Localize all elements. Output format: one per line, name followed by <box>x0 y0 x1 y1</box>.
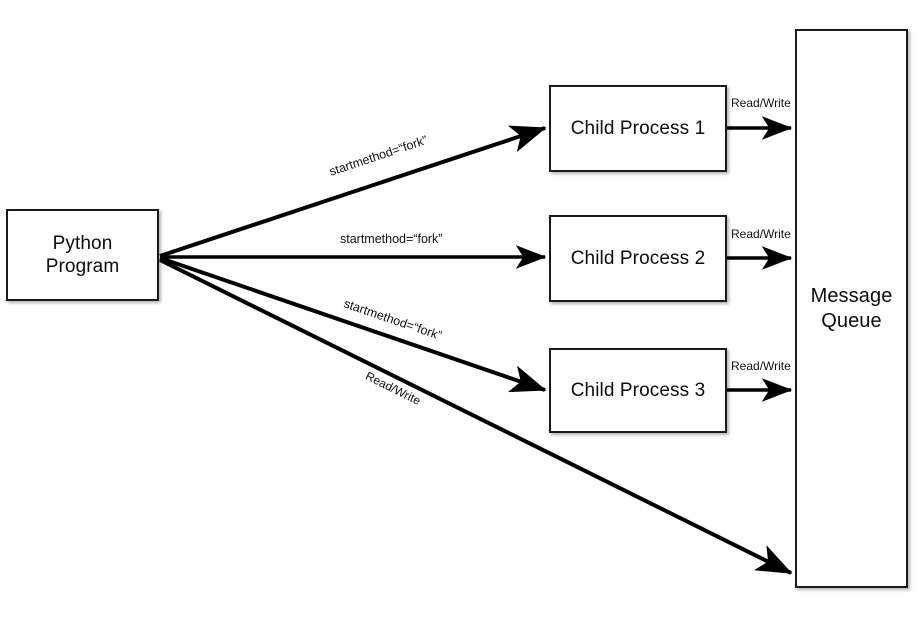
edge-label-python-child2: startmethod=“fork” <box>340 232 443 246</box>
node-message-queue[interactable]: Message Queue <box>795 29 908 588</box>
node-message-queue-label: Message Queue <box>810 285 893 332</box>
node-child-process-2[interactable]: Child Process 2 <box>549 215 727 302</box>
node-child-process-2-label: Child Process 2 <box>570 247 706 269</box>
node-child-process-3[interactable]: Child Process 3 <box>549 348 727 433</box>
node-python-program[interactable]: Python Program <box>6 209 159 301</box>
node-python-program-label: Python Program <box>45 232 120 277</box>
edge-label-child3-queue: Read/Write <box>731 359 791 373</box>
node-child-process-3-label: Child Process 3 <box>570 379 706 401</box>
edge-python-child3-line <box>159 256 547 393</box>
node-child-process-1-label: Child Process 1 <box>570 117 706 139</box>
node-child-process-1[interactable]: Child Process 1 <box>549 85 727 172</box>
edge-label-child1-queue: Read/Write <box>731 96 791 110</box>
edge-label-python-child1: startmethod=“fork” <box>327 133 430 179</box>
edge-label-python-child3: startmethod=“fork” <box>342 296 444 343</box>
edge-label-child2-queue: Read/Write <box>731 227 791 241</box>
edge-label-python-queue: Read/Write <box>363 368 423 408</box>
